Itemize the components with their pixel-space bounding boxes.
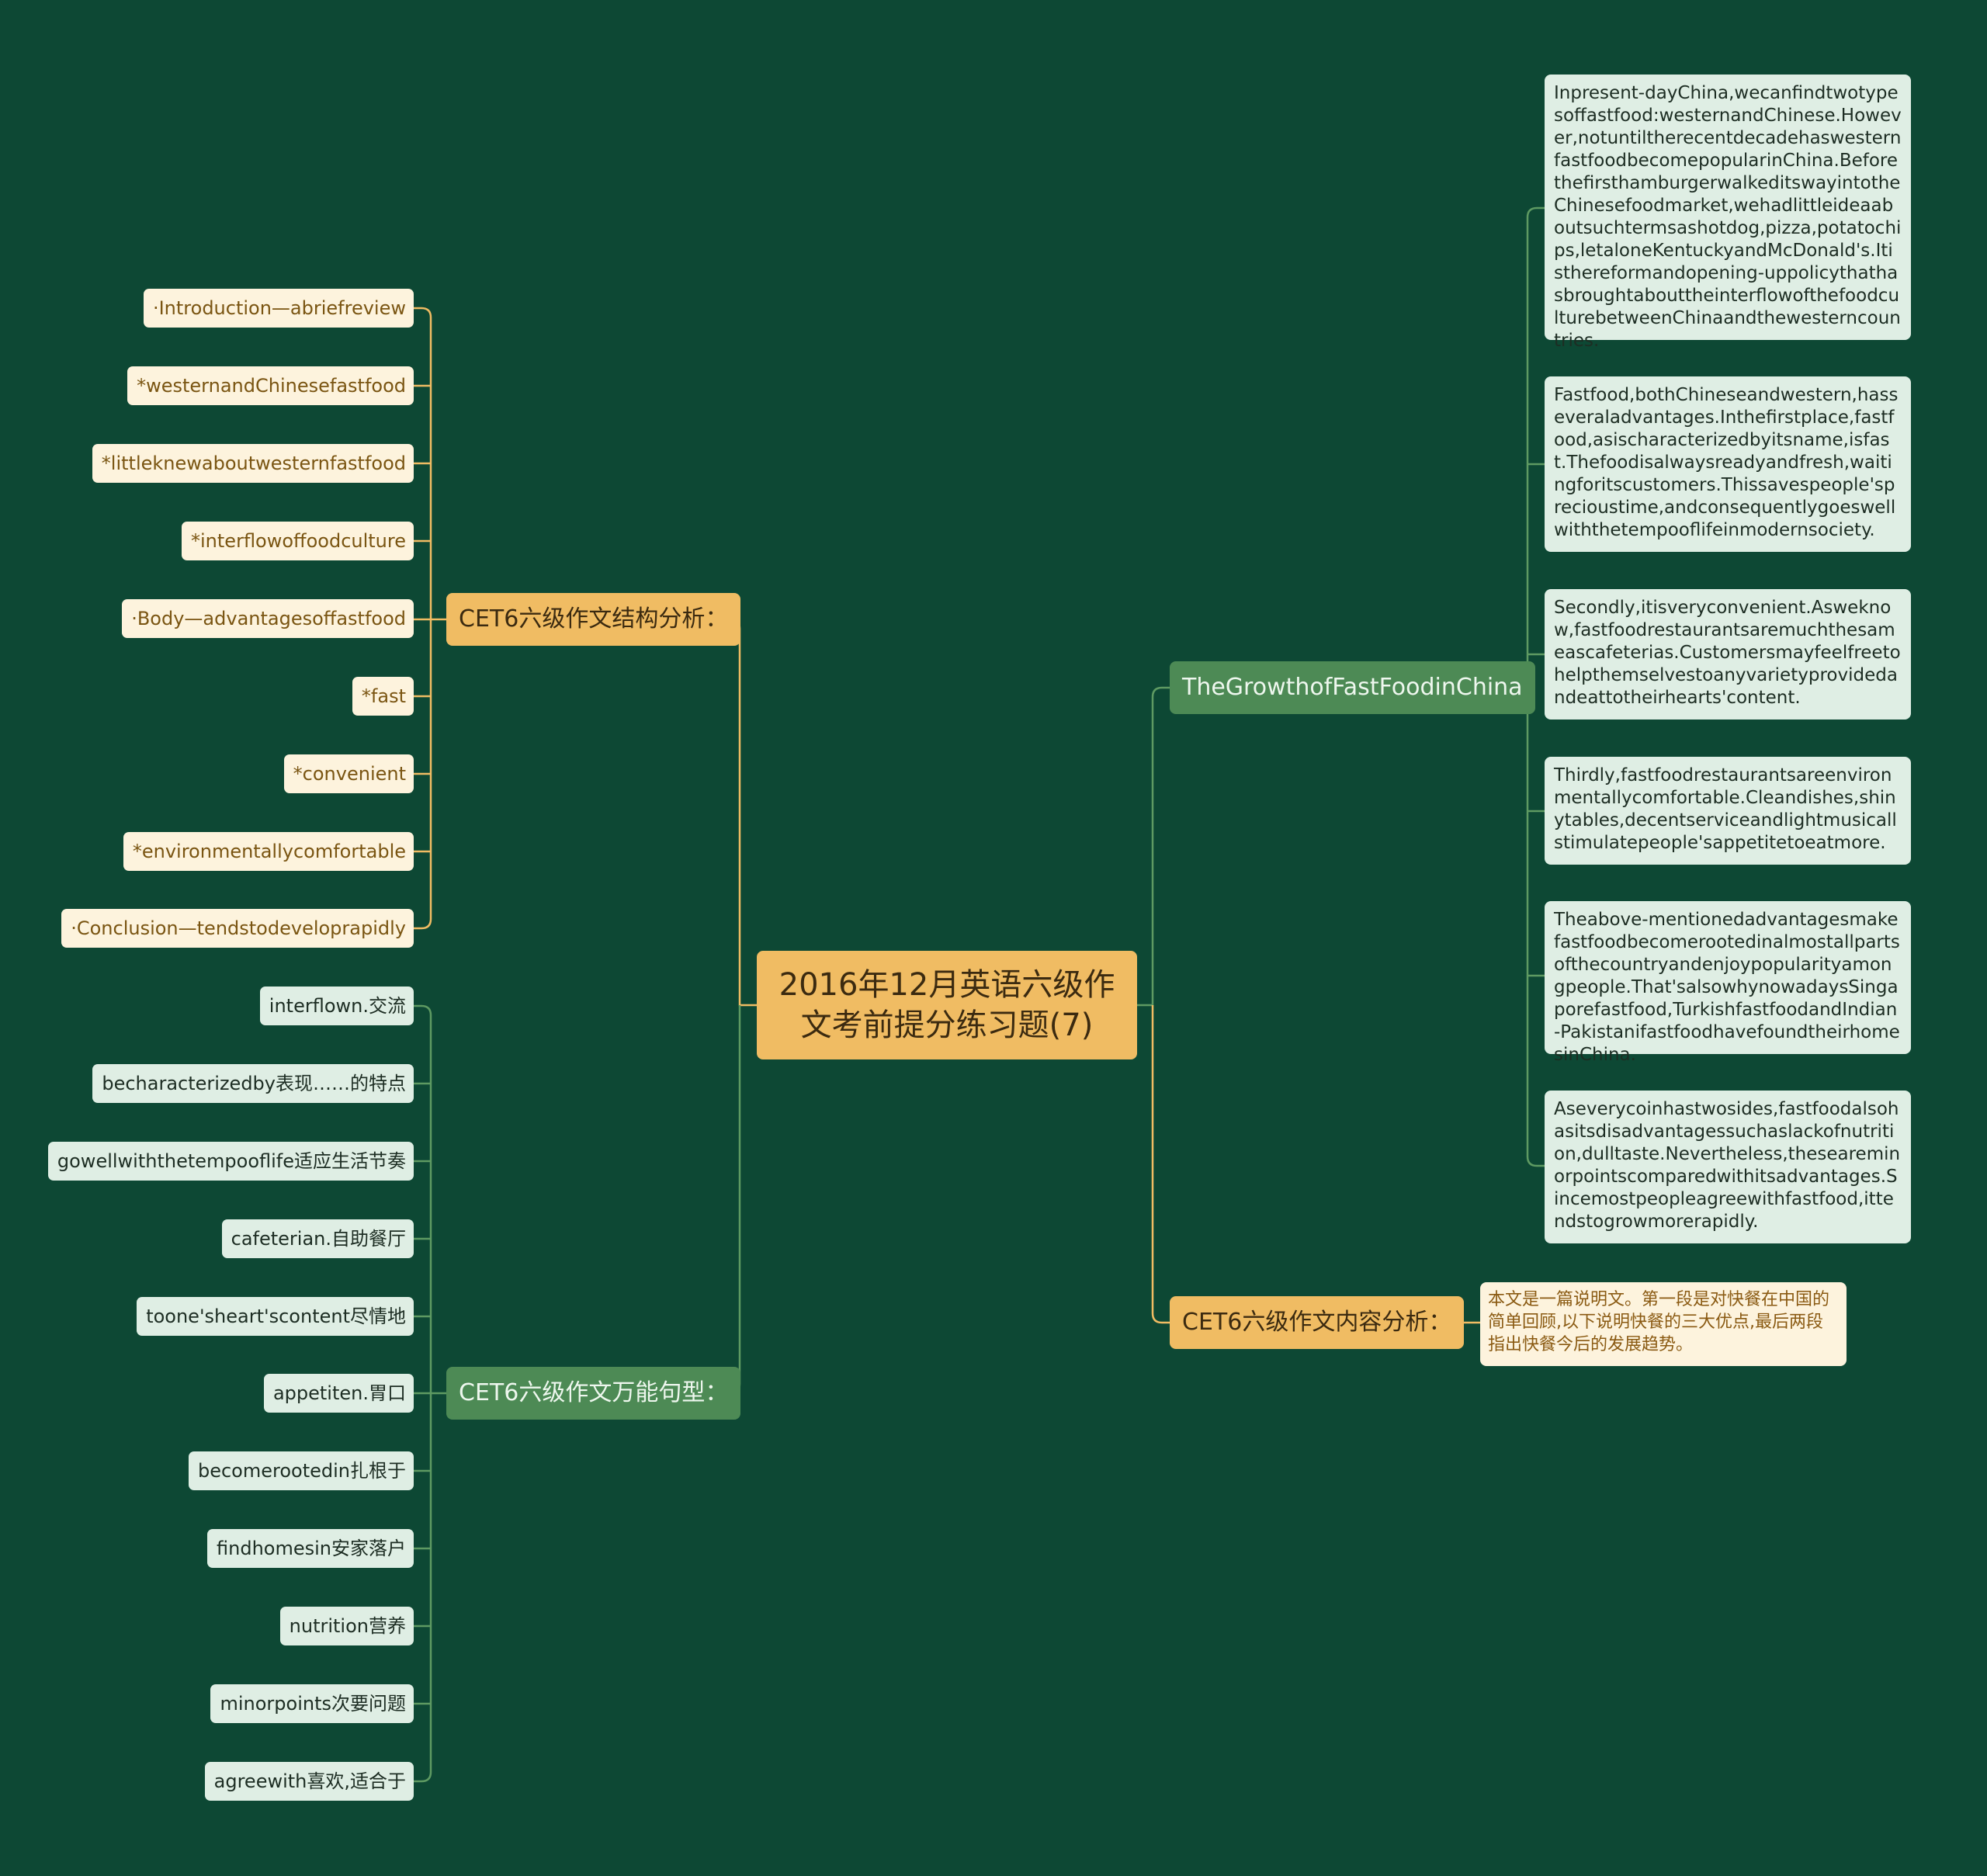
leaf-structure-2[interactable]: *westernandChinesefastfood (127, 366, 414, 405)
essay-paragraph-6: Aseverycoinhastwosides,fastfoodalsohasit… (1545, 1091, 1911, 1243)
branch-label: CET6六级作文万能句型： (459, 1379, 729, 1406)
leaf-structure-9[interactable]: ·Conclusion—tendstodeveloprapidly (61, 909, 414, 948)
root-title: 2016年12月英语六级作文考前提分练习题(7) (779, 967, 1115, 1043)
leaf-phrase-2[interactable]: becharacterizedby表现……的特点 (92, 1064, 414, 1103)
essay-paragraph-5: Theabove-mentionedadvantagesmakefastfood… (1545, 901, 1911, 1065)
leaf-phrase-6[interactable]: appetiten.胃口 (263, 1374, 414, 1413)
leaf-phrase-7[interactable]: becomerootedin扎根于 (188, 1451, 414, 1490)
leaf-label: nutrition营养 (289, 1615, 406, 1637)
leaf-label: *littleknewaboutwesternfastfood (101, 453, 406, 474)
leaf-label: cafeterian.自助餐厅 (231, 1228, 406, 1250)
note-text: 本文是一篇说明文。第一段是对快餐在中国的简单回顾,以下说明快餐的三大优点,最后两… (1488, 1290, 1830, 1354)
leaf-label: ·Body—advantagesoffastfood (131, 608, 406, 629)
leaf-label: gowellwiththetempooflife适应生活节奏 (57, 1150, 406, 1172)
leaf-label: appetiten.胃口 (272, 1382, 406, 1404)
leaf-structure-8[interactable]: *environmentallycomfortable (123, 832, 414, 871)
leaf-label: *fast (361, 685, 406, 707)
essay-paragraph-1: Inpresent-dayChina,wecanfindtwotypesoffa… (1545, 75, 1911, 351)
content-analysis-note: 本文是一篇说明文。第一段是对快餐在中国的简单回顾,以下说明快餐的三大优点,最后两… (1480, 1282, 1847, 1366)
leaf-phrase-10[interactable]: minorpoints次要问题 (210, 1684, 414, 1723)
leaf-label: *westernandChinesefastfood (137, 375, 406, 397)
leaf-label: findhomesin安家落户 (217, 1538, 406, 1559)
leaf-phrase-4[interactable]: cafeterian.自助餐厅 (221, 1219, 414, 1258)
branch-label: TheGrowthofFastFoodinChina (1182, 674, 1523, 701)
leaf-label: interflown.交流 (269, 995, 406, 1017)
leaf-label: minorpoints次要问题 (220, 1693, 406, 1715)
leaf-structure-5[interactable]: ·Body—advantagesoffastfood (122, 599, 414, 638)
paragraph-text: Thirdly,fastfoodrestaurantsareenvironmen… (1554, 765, 1897, 853)
leaf-structure-4[interactable]: *interflowoffoodculture (182, 522, 414, 560)
branch-label: CET6六级作文内容分析： (1182, 1309, 1452, 1336)
leaf-phrase-5[interactable]: toone'sheart'scontent尽情地 (137, 1297, 414, 1336)
leaf-phrase-1[interactable]: interflown.交流 (259, 987, 414, 1025)
branch-structure-analysis[interactable]: CET6六级作文结构分析： (446, 593, 741, 646)
essay-paragraph-2: Fastfood,bothChineseandwestern,hassevera… (1545, 376, 1911, 552)
leaf-label: toone'sheart'scontent尽情地 (146, 1306, 406, 1327)
leaf-phrase-3[interactable]: gowellwiththetempooflife适应生活节奏 (47, 1142, 414, 1181)
branch-useful-phrases[interactable]: CET6六级作文万能句型： (446, 1367, 741, 1420)
leaf-label: becomerootedin扎根于 (197, 1460, 406, 1482)
leaf-label: ·Conclusion—tendstodeveloprapidly (71, 917, 406, 939)
leaf-structure-3[interactable]: *littleknewaboutwesternfastfood (92, 444, 414, 483)
branch-essay-title[interactable]: TheGrowthofFastFoodinChina (1170, 661, 1535, 714)
leaf-phrase-11[interactable]: agreewith喜欢,适合于 (204, 1762, 414, 1801)
paragraph-text: Secondly,itisveryconvenient.Asweknow,fas… (1554, 598, 1901, 708)
leaf-label: agreewith喜欢,适合于 (213, 1770, 406, 1792)
leaf-label: *interflowoffoodculture (191, 530, 406, 552)
leaf-label: *environmentallycomfortable (132, 841, 406, 862)
essay-paragraph-4: Thirdly,fastfoodrestaurantsareenvironmen… (1545, 757, 1911, 865)
leaf-structure-6[interactable]: *fast (352, 677, 414, 716)
leaf-phrase-9[interactable]: nutrition营养 (279, 1607, 414, 1645)
paragraph-text: Inpresent-dayChina,wecanfindtwotypesoffa… (1554, 83, 1902, 351)
paragraph-text: Fastfood,bothChineseandwestern,hassevera… (1554, 385, 1899, 540)
leaf-label: ·Introduction—abriefreview (152, 297, 406, 319)
leaf-structure-7[interactable]: *convenient (283, 754, 414, 793)
branch-label: CET6六级作文结构分析： (459, 605, 729, 633)
branch-content-analysis[interactable]: CET6六级作文内容分析： (1170, 1296, 1465, 1349)
paragraph-text: Aseverycoinhastwosides,fastfoodalsohasit… (1554, 1099, 1901, 1232)
paragraph-text: Theabove-mentionedadvantagesmakefastfood… (1554, 910, 1900, 1065)
leaf-phrase-8[interactable]: findhomesin安家落户 (207, 1529, 414, 1568)
essay-paragraph-3: Secondly,itisveryconvenient.Asweknow,fas… (1545, 589, 1911, 720)
root-topic[interactable]: 2016年12月英语六级作文考前提分练习题(7) (757, 951, 1137, 1059)
leaf-structure-1[interactable]: ·Introduction—abriefreview (143, 289, 414, 328)
leaf-label: becharacterizedby表现……的特点 (102, 1073, 406, 1094)
leaf-label: *convenient (293, 763, 406, 785)
